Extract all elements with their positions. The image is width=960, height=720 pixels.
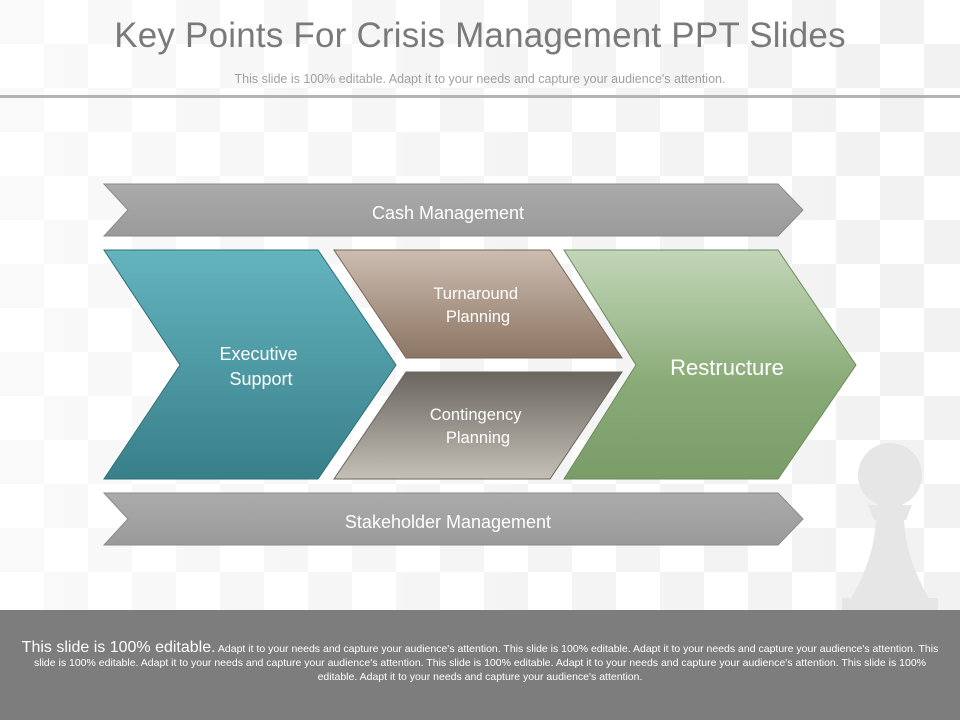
- footer-text: This slide is 100% editable. Adapt it to…: [16, 641, 944, 684]
- cash-management-label: Cash Management: [372, 203, 524, 223]
- footer-lead: This slide is 100% editable.: [22, 639, 216, 656]
- cash-management-banner: Cash Management: [104, 184, 803, 236]
- executive-support-chevron: Executive Support: [104, 250, 396, 479]
- restructure-chevron: Restructure: [564, 250, 856, 479]
- footer-bar: This slide is 100% editable. Adapt it to…: [0, 610, 960, 720]
- stakeholder-management-banner: Stakeholder Management: [104, 493, 803, 545]
- crisis-management-diagram: Cash Management Executive Support Turnar…: [0, 0, 960, 610]
- restructure-label: Restructure: [670, 355, 784, 380]
- stakeholder-management-label: Stakeholder Management: [345, 512, 551, 532]
